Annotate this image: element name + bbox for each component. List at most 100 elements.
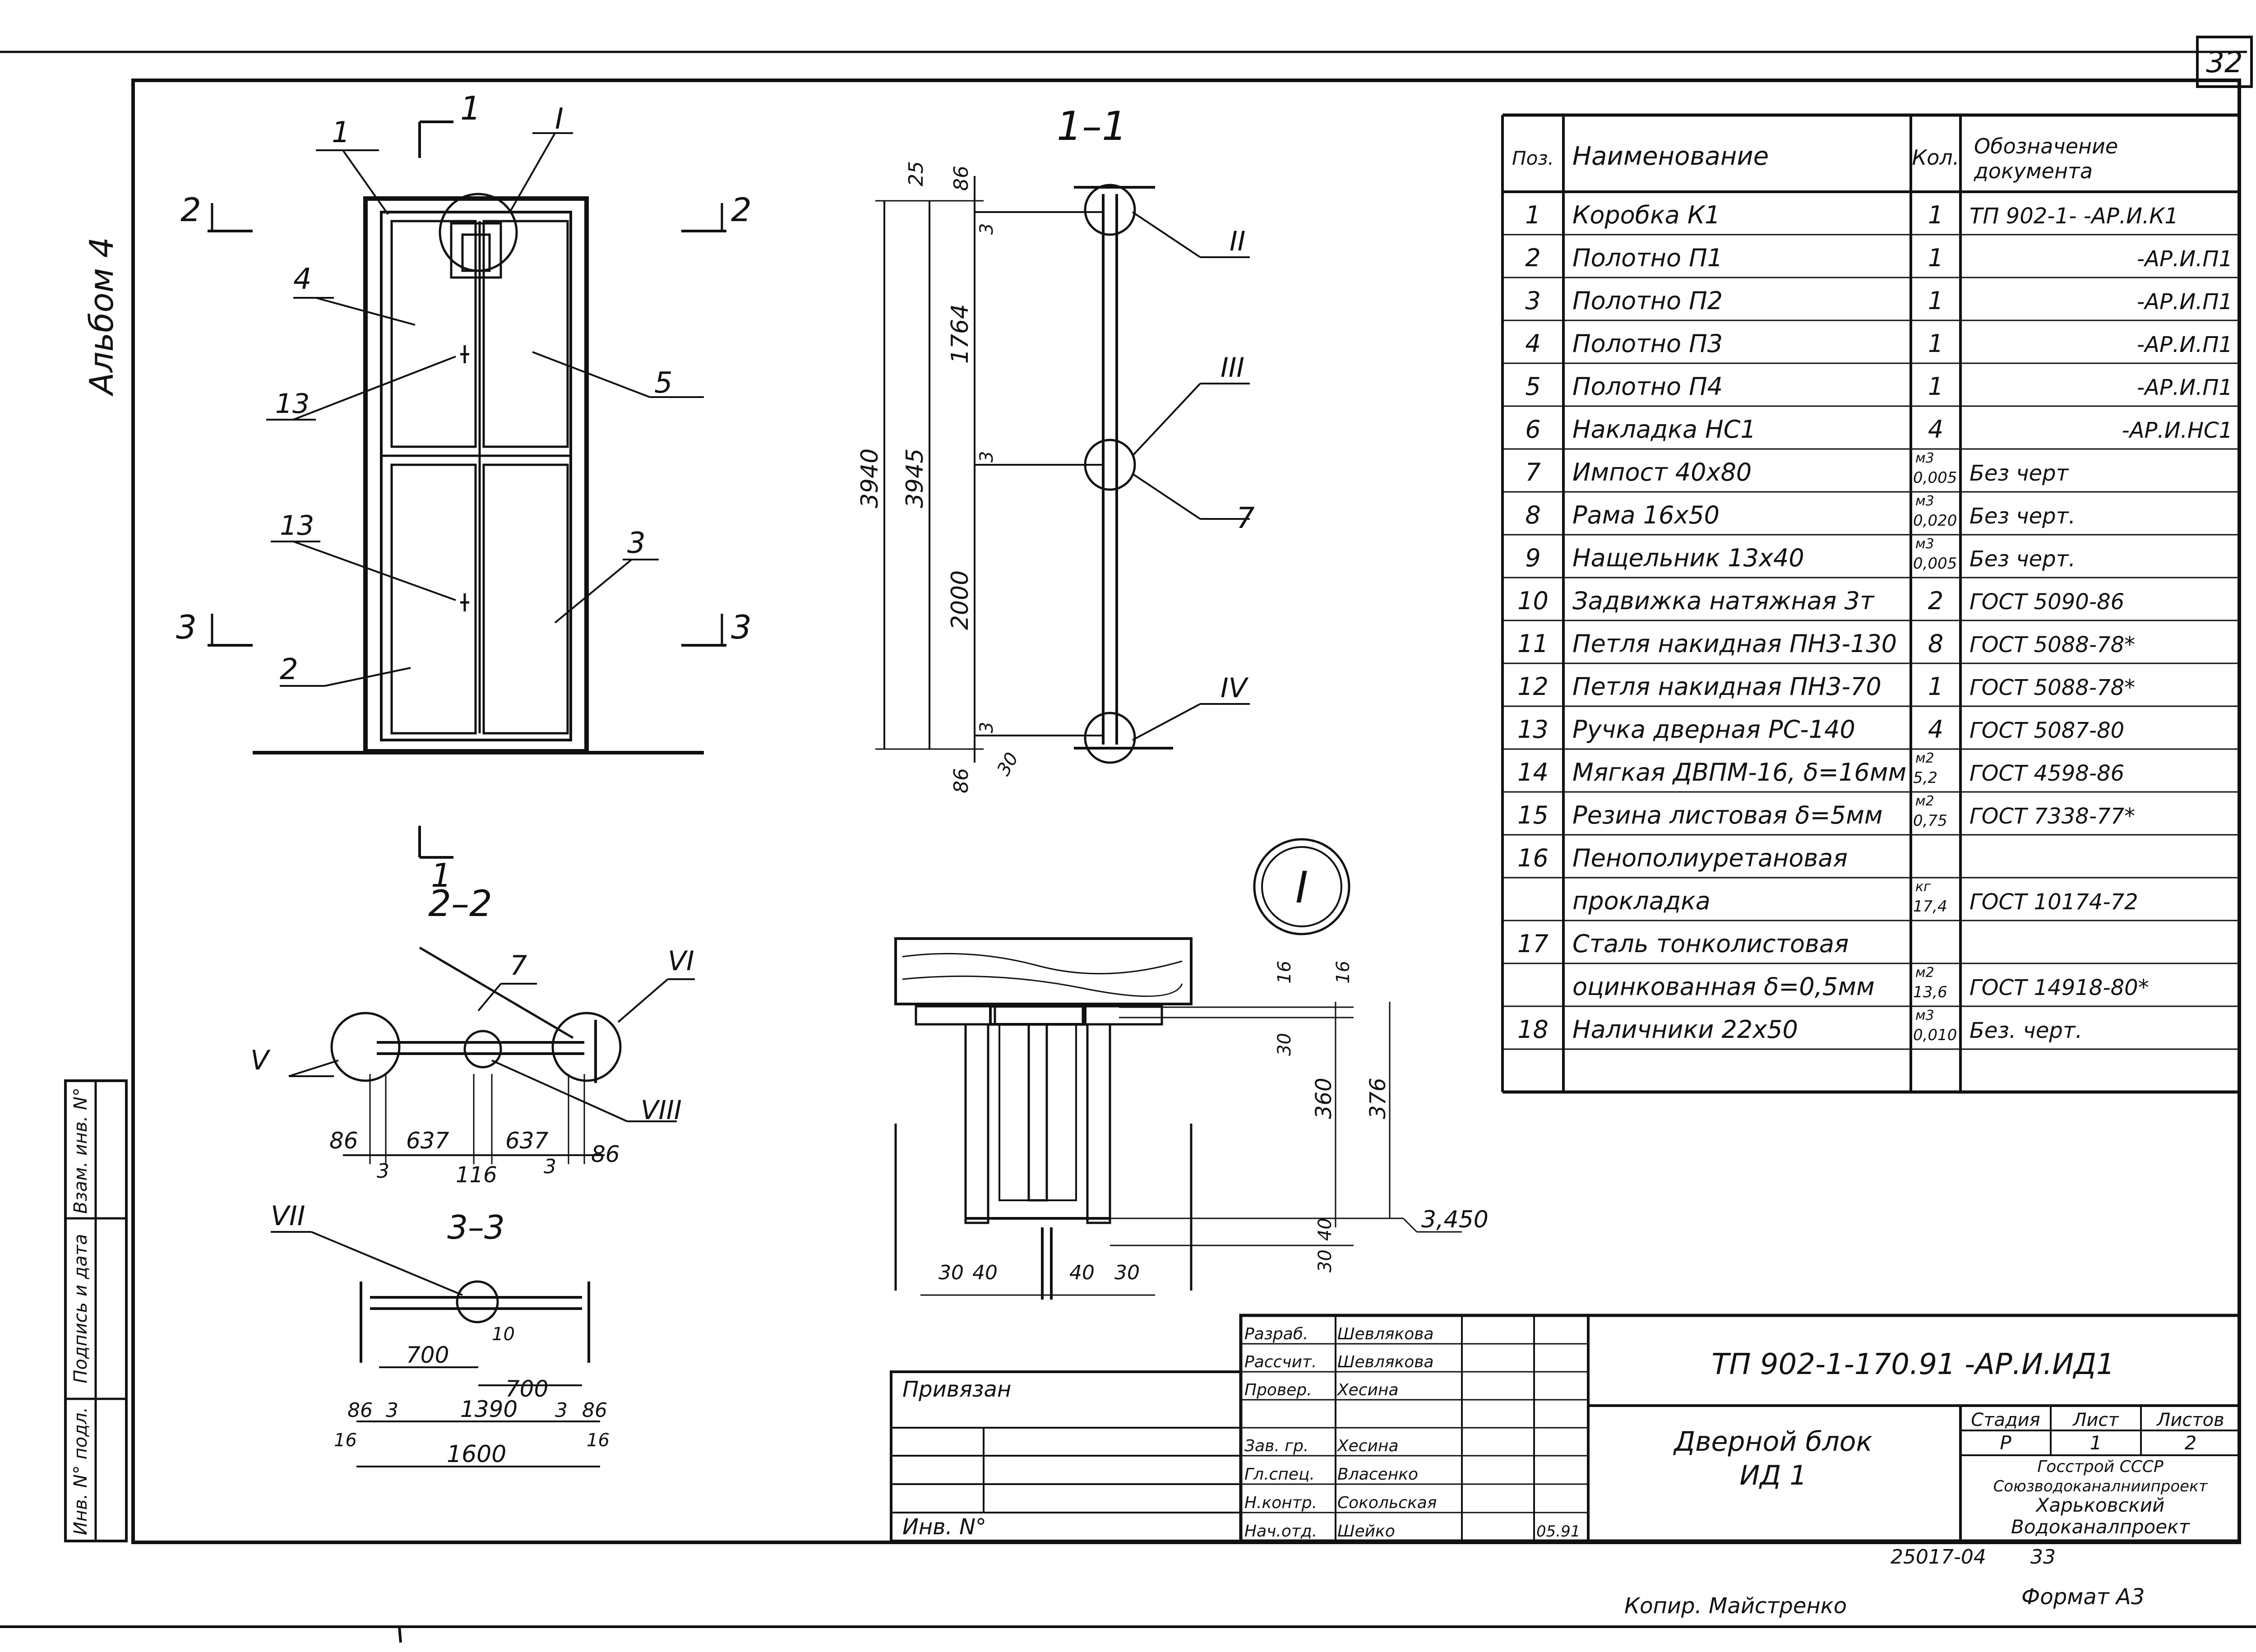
spec-row-pos: 2 — [1525, 244, 1540, 272]
spec-row-name: Полотно П4 — [1572, 372, 1723, 401]
spec-row-pos: 1 — [1525, 201, 1540, 229]
format-label: Формат А3 — [2021, 1584, 2145, 1610]
detail-dim-30-c: 30 — [938, 1261, 964, 1284]
plan-3-dim-16-left: 16 — [334, 1430, 357, 1451]
cut-mark-3-right: 3 — [731, 608, 752, 646]
side-stamp — [64, 1079, 128, 1542]
spec-row-qty: 1 — [1928, 244, 1943, 272]
node-mark-III: III — [1220, 352, 1244, 384]
spec-row-pos: 8 — [1525, 501, 1540, 529]
section-1-1 — [875, 176, 1250, 764]
sheets-value: 2 — [2185, 1432, 2197, 1454]
spec-row-doc: Без черт. — [1969, 546, 2076, 572]
staff-role-3: Провер. — [1244, 1381, 1312, 1399]
spec-row-unit: м3 — [1915, 450, 1934, 466]
stamp-sign-label: Подпись и дата — [70, 1234, 91, 1383]
detail-I — [894, 838, 1462, 1300]
org-line-4: Водоканалпроект — [2011, 1516, 2190, 1538]
spec-row-qty: 0,005 — [1913, 469, 1957, 487]
node-mark-VII: VII — [271, 1200, 305, 1232]
sheets-label: Листов — [2156, 1410, 2224, 1430]
detail-dim-40: 40 — [1315, 1218, 1336, 1241]
staff-role-1: Разраб. — [1244, 1325, 1308, 1343]
dim-30: 30 — [993, 749, 1022, 779]
detail-dim-16-b: 16 — [1333, 961, 1354, 984]
spec-row-doc: ГОСТ 10174-72 — [1969, 889, 2138, 915]
album-label: Альбом 4 — [83, 237, 120, 396]
plan-3-dim-86-right: 86 — [582, 1399, 607, 1422]
spec-row-name: Резина листовая δ=5мм — [1572, 801, 1883, 829]
spec-row-pos: 17 — [1517, 930, 1549, 958]
spec-row-name: Петля накидная ПН3-130 — [1572, 629, 1897, 658]
plan-2-dim-86-left: 86 — [329, 1128, 358, 1154]
dim-3-middle: 3 — [976, 451, 997, 463]
spec-row-name: Накладка НС1 — [1572, 415, 1756, 444]
callout-1: 1 — [332, 116, 350, 149]
spec-row-unit: м3 — [1915, 536, 1934, 552]
spec-row-pos: 7 — [1525, 458, 1540, 486]
spec-row-doc: ГОСТ 5088-78* — [1969, 632, 2135, 657]
spec-row-unit: м2 — [1915, 965, 1934, 981]
spec-row-name: Импост 40х80 — [1572, 458, 1752, 486]
door-elevation — [208, 120, 726, 859]
plan-3-dim-700-right: 700 — [505, 1376, 548, 1402]
spec-row-unit: м2 — [1915, 750, 1934, 766]
spec-row-doc: Без черт. — [1969, 504, 2076, 529]
spec-row-unit: м3 — [1915, 1008, 1934, 1023]
dim-1764: 1764 — [947, 304, 974, 364]
spec-row-name: Мягкая ДВПМ-16, δ=16мм — [1572, 758, 1906, 787]
sheet-number: 32 — [2206, 46, 2242, 79]
cut-mark-2-right: 2 — [731, 191, 752, 229]
plan-3-dim-86-left: 86 — [347, 1399, 373, 1422]
plan-2-dim-3-right: 3 — [544, 1155, 556, 1178]
spec-row-qty: 0,020 — [1913, 512, 1957, 530]
spec-row-name: Петля накидная ПН3-70 — [1572, 672, 1882, 701]
dim-86-top: 86 — [950, 166, 973, 191]
section-1-1-title: 1–1 — [1057, 103, 1127, 149]
spec-row-qty: 0,005 — [1913, 555, 1957, 573]
spec-row-qty: 0,010 — [1913, 1026, 1957, 1044]
plan-2-dim-637-left: 637 — [406, 1128, 449, 1154]
node-mark-VIII: VIII — [641, 1095, 682, 1125]
dim-3945: 3945 — [901, 449, 929, 508]
staff-name-8: Шейко — [1337, 1522, 1395, 1541]
staff-role-7: Н.контр. — [1244, 1494, 1317, 1512]
archive-number: 25017-04 — [1891, 1546, 1986, 1569]
callout-3: 3 — [627, 527, 646, 560]
spec-row-doc: ГОСТ 5087-80 — [1969, 718, 2124, 743]
spec-row-doc: Без черт — [1969, 461, 2070, 486]
spec-row-doc: ГОСТ 5088-78* — [1969, 675, 2135, 700]
node-mark-VI: VI — [668, 945, 694, 977]
node-mark-V: V — [250, 1045, 271, 1076]
spec-header-doc-1: Обозначение — [1974, 134, 2118, 158]
spec-row-pos: 10 — [1517, 587, 1549, 615]
staff-name-2: Шевлякова — [1337, 1353, 1434, 1371]
node-mark-IV: IV — [1220, 672, 1249, 704]
staff-name-3: Хесина — [1336, 1381, 1399, 1399]
spec-row-name: прокладка — [1572, 887, 1710, 915]
archive-page: 33 — [2030, 1546, 2056, 1569]
stamp-replace-label: Взам. инв. N° — [70, 1087, 91, 1214]
staff-role-6: Гл.спец. — [1244, 1465, 1315, 1484]
section-2-2 — [288, 946, 695, 1164]
cut-mark-1-top: 1 — [460, 89, 481, 127]
title-line-2: ИД 1 — [1739, 1460, 1807, 1491]
spec-row-name: Полотно П1 — [1572, 244, 1723, 272]
plan-3-dim-16-right: 16 — [587, 1430, 610, 1451]
spec-row-doc: ТП 902-1- -АР.И.К1 — [1969, 204, 2178, 229]
plan-2-dim-116: 116 — [456, 1162, 497, 1188]
detail-dim-30-d: 30 — [1114, 1261, 1140, 1284]
org-line-3: Харьковский — [2035, 1494, 2165, 1516]
callout-13-upper: 13 — [275, 388, 310, 420]
spec-header-qty: Кол. — [1912, 145, 1960, 170]
spec-row-name: Полотно П2 — [1572, 287, 1723, 315]
sheet-value: 1 — [2090, 1432, 2102, 1454]
dim-3-top: 3 — [976, 223, 997, 235]
dim-25: 25 — [905, 161, 928, 186]
spec-row-qty: 1 — [1928, 372, 1943, 401]
stage-value: Р — [2000, 1432, 2011, 1454]
spec-header-doc-2: документа — [1974, 159, 2093, 183]
spec-row-qty: 4 — [1928, 715, 1943, 744]
plan-2-dim-637-right: 637 — [505, 1128, 549, 1154]
